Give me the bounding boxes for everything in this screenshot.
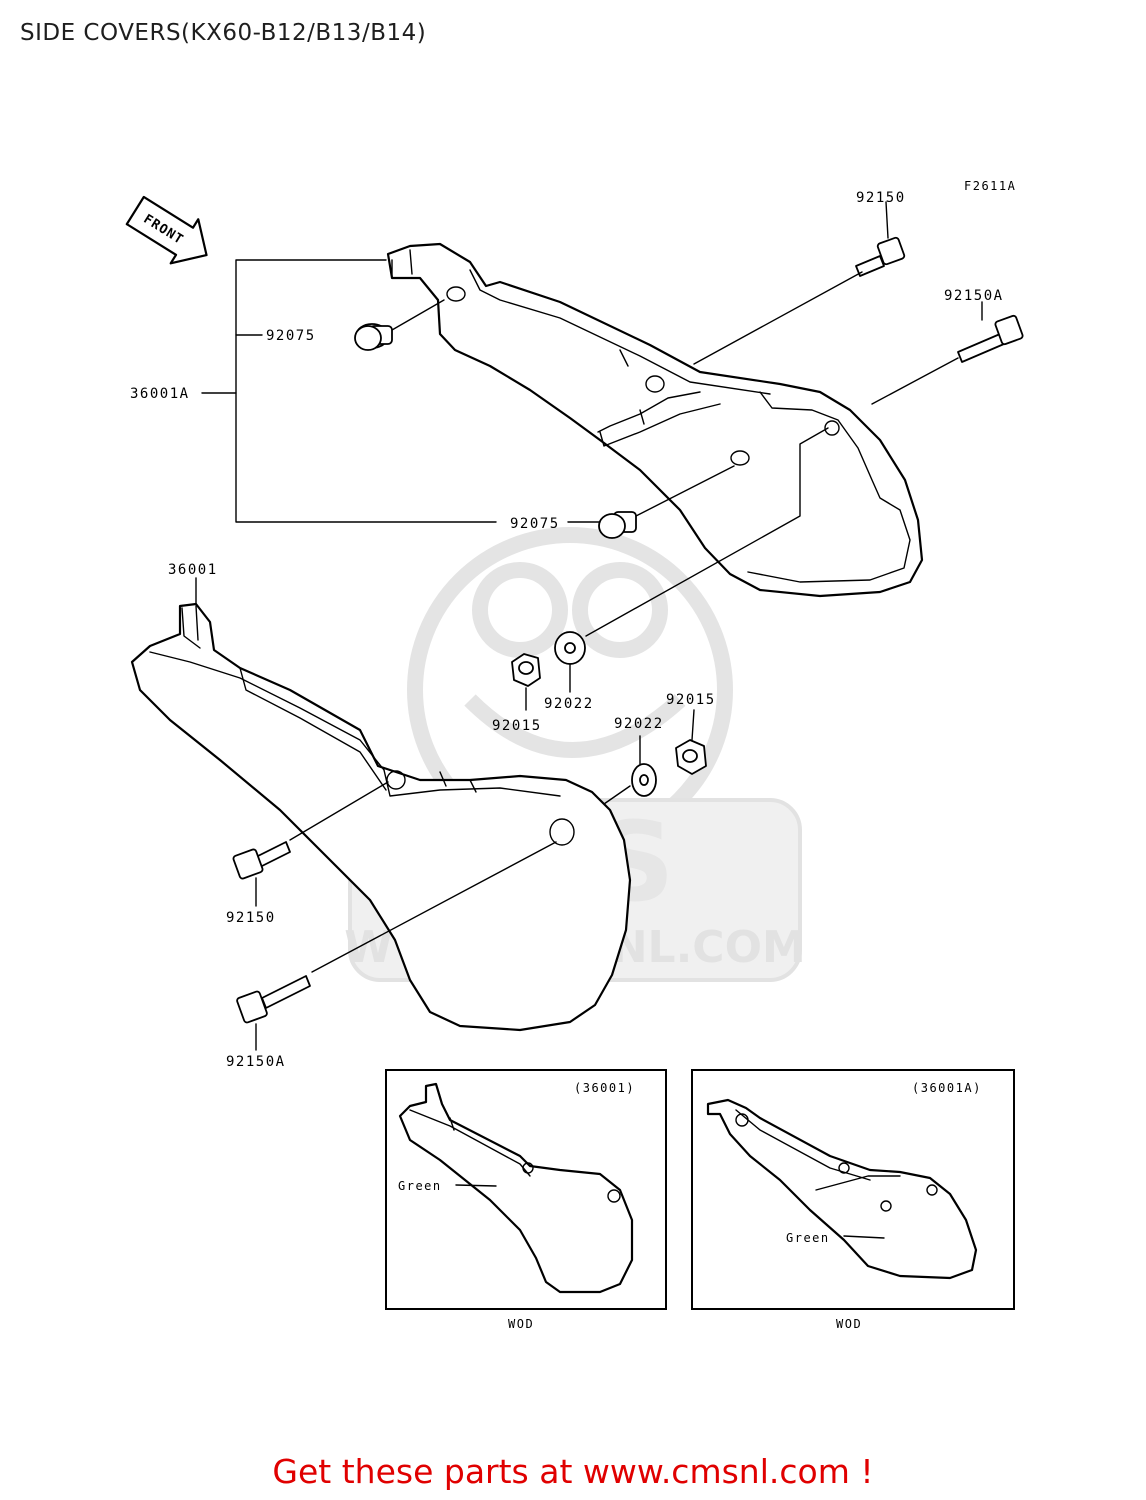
inset-36001-model: WOD: [508, 1317, 534, 1331]
bolt-92150a-bottom: [236, 975, 311, 1024]
inset-36001a-color: Green: [786, 1231, 830, 1245]
label-92015-upper: 92015: [492, 718, 542, 734]
label-92150a-top: 92150A: [944, 288, 1004, 304]
label-92075-lower: 92075: [510, 516, 560, 532]
inset-36001: (36001) Green WOD: [385, 1069, 667, 1331]
nut-92015-upper: [511, 653, 541, 687]
label-92150-top: 92150: [856, 190, 906, 206]
footer-call-to-action[interactable]: Get these parts at www.cmsnl.com !: [272, 1452, 874, 1491]
label-36001: 36001: [168, 562, 218, 578]
inset-36001-ref: (36001): [574, 1081, 635, 1095]
cap-92075-upper: [354, 323, 393, 351]
label-92022-upper: 92022: [544, 696, 594, 712]
label-92150a-bottom: 92150A: [226, 1054, 286, 1070]
side-cover-36001a: [386, 242, 924, 598]
cap-92075-lower: [598, 511, 637, 539]
leader-lines: [195, 201, 983, 1051]
label-36001a: 36001A: [130, 386, 190, 402]
washer-92022-upper: [554, 631, 586, 665]
label-92015-lower: 92015: [666, 692, 716, 708]
inset-36001a: (36001A) Green WOD: [691, 1069, 1015, 1331]
nut-92015-lower: [675, 739, 707, 775]
inset-36001-color: Green: [398, 1179, 442, 1193]
label-92022-lower: 92022: [614, 716, 664, 732]
inset-36001a-ref: (36001A): [912, 1081, 982, 1095]
parts-diagram: CMS WWW.CMSNL.COM FRONT F2611A: [125, 179, 1024, 1331]
front-arrow: FRONT: [125, 195, 208, 265]
bolt-92150-bottom: [232, 841, 291, 880]
page-title: SIDE COVERS(KX60-B12/B13/B14): [20, 20, 427, 46]
bolt-92150a-top: [957, 314, 1024, 363]
bolt-92150-top: [855, 236, 906, 277]
inset-36001a-model: WOD: [836, 1317, 862, 1331]
washer-92022-lower: [631, 763, 657, 797]
side-cover-36001: [130, 602, 632, 1032]
figure-code: F2611A: [964, 179, 1016, 193]
label-92075-upper: 92075: [266, 328, 316, 344]
label-92150-bottom: 92150: [226, 910, 276, 926]
